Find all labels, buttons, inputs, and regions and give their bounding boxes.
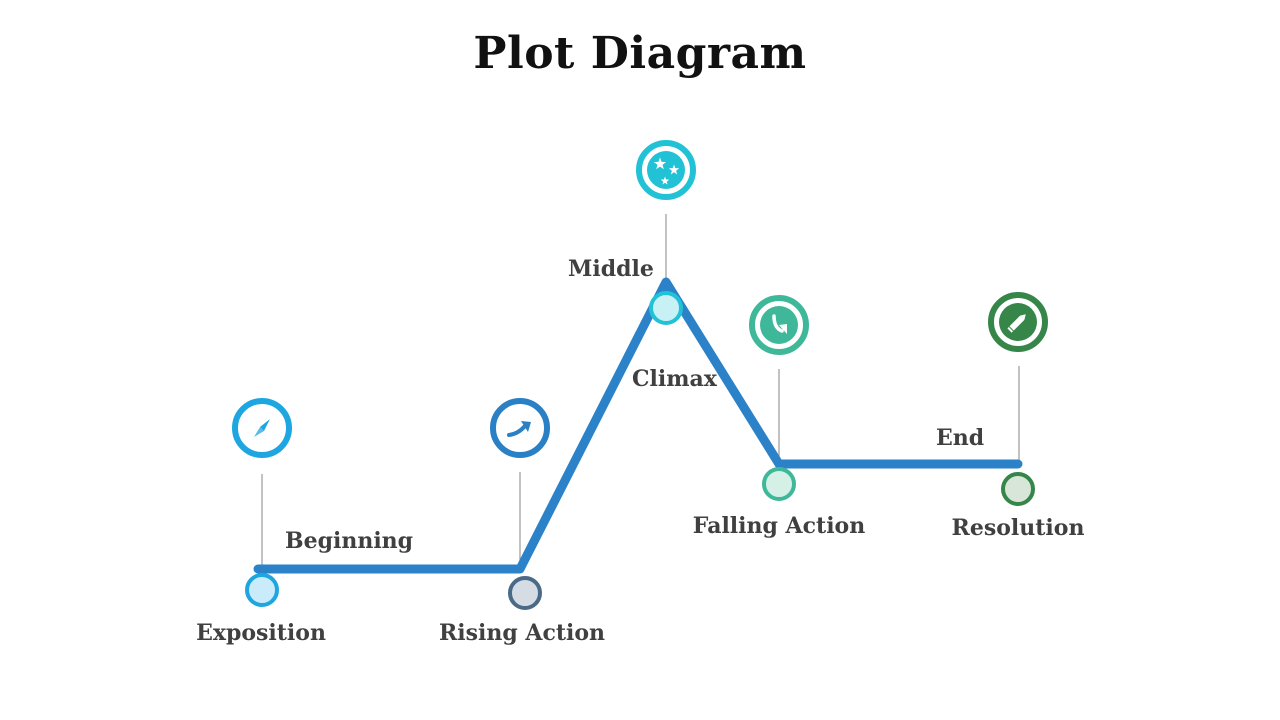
stage-label-climax: Climax	[632, 366, 717, 392]
resolution-node	[1001, 472, 1035, 506]
segment-label-end: End	[936, 425, 985, 451]
climax-node	[649, 291, 683, 325]
pencil-icon	[988, 292, 1048, 352]
stars-icon	[636, 140, 696, 200]
plot-line	[253, 277, 1023, 574]
exposition-node	[245, 573, 279, 607]
segment-label-beginning: Beginning	[285, 528, 414, 554]
curved-arrow-down-icon	[749, 295, 809, 355]
falling-node	[762, 467, 796, 501]
curved-arrow-up-icon	[490, 398, 550, 458]
page-title: Plot Diagram	[473, 28, 807, 79]
compass-icon	[232, 398, 292, 458]
segment-label-middle: Middle	[568, 256, 654, 282]
rising-node	[508, 576, 542, 610]
stage-label-resolution: Resolution	[951, 515, 1085, 541]
stage-label-exposition: Exposition	[196, 620, 326, 646]
stage-label-falling: Falling Action	[692, 513, 866, 539]
stage-label-rising: Rising Action	[438, 620, 606, 646]
